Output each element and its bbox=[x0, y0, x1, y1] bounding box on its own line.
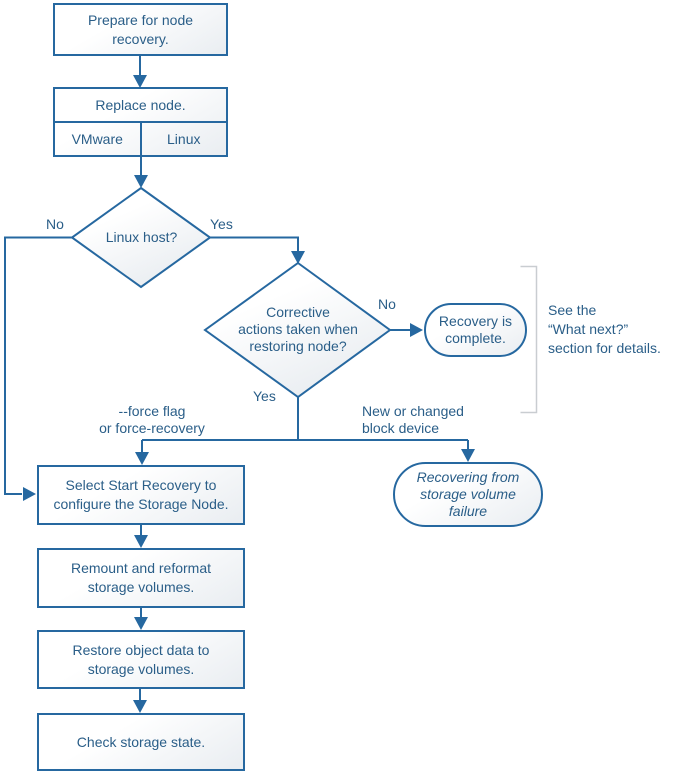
step-restore-object-data: Restore object data to storage volumes. bbox=[37, 630, 245, 689]
decision-linux-host-label: Linux host? bbox=[105, 229, 178, 245]
step-select-start-recovery: Select Start Recovery to configure the S… bbox=[37, 465, 245, 525]
arrowhead-select-remount bbox=[134, 535, 148, 548]
step-prepare-line1: Prepare for node bbox=[87, 11, 194, 28]
note-see-line2: “What next?” bbox=[548, 321, 629, 337]
terminal-recovering-volume-failure: Recovering from storage volume failure bbox=[393, 462, 543, 527]
option-linux: Linux bbox=[139, 123, 227, 155]
step-replace-node-header: Replace node. bbox=[55, 89, 226, 123]
note-see-line1: See the bbox=[548, 302, 597, 318]
decision-corrective-line1: Corrective bbox=[266, 304, 330, 320]
step-check-storage-state: Check storage state. bbox=[37, 713, 245, 771]
step-restore-line2: storage volumes. bbox=[87, 660, 195, 677]
option-linux-label: Linux bbox=[167, 130, 201, 147]
decision-corrective-label: Corrective actions taken when restoring … bbox=[212, 304, 384, 355]
step-check-label: Check storage state. bbox=[76, 733, 206, 750]
step-select-line1: Select Start Recovery to bbox=[65, 477, 217, 493]
step-replace-node-options: VMware Linux bbox=[55, 123, 226, 155]
step-replace-node-label: Replace node. bbox=[95, 96, 186, 113]
terminal-recovering-line2: storage volume bbox=[420, 486, 516, 502]
step-select-line2: configure the Storage Node. bbox=[53, 496, 229, 512]
step-restore-line1: Restore object data to bbox=[72, 641, 210, 658]
arrowhead-linuxhost-yes bbox=[291, 251, 305, 264]
label-block-device-line2: block device bbox=[362, 420, 440, 436]
decision-corrective-line3: restoring node? bbox=[249, 338, 347, 354]
step-remount-line1: Remount and reformat bbox=[70, 560, 212, 576]
label-force-flag: --force flag or force-recovery bbox=[75, 403, 229, 437]
option-vmware: VMware bbox=[55, 123, 140, 155]
arrowhead-prepare-replace bbox=[133, 75, 147, 88]
note-see-what-next: See the “What next?” section for details… bbox=[548, 301, 683, 358]
label-force-flag-line1: --force flag bbox=[118, 403, 186, 419]
terminal-recovering-line1: Recovering from bbox=[416, 469, 520, 485]
terminal-recovery-complete: Recovery is complete. bbox=[424, 303, 527, 357]
arrowhead-linuxhost-no bbox=[23, 487, 36, 501]
label-force-flag-line2: or force-recovery bbox=[99, 420, 205, 436]
arrowhead-corrective-no bbox=[410, 323, 423, 337]
step-prepare-node-recovery: Prepare for node recovery. bbox=[53, 3, 228, 56]
arrowhead-replace-linuxhost bbox=[134, 175, 148, 188]
label-linuxhost-no: No bbox=[46, 216, 64, 232]
step-prepare-line2: recovery. bbox=[112, 30, 169, 47]
label-block-device: New or changed block device bbox=[362, 403, 502, 437]
arrowhead-branch-left bbox=[135, 452, 149, 465]
connector-linuxhost-yes bbox=[210, 236, 299, 251]
arrowhead-remount-restore bbox=[134, 617, 148, 630]
terminal-recovery-complete-line2: complete. bbox=[445, 330, 506, 346]
label-corrective-no: No bbox=[378, 296, 396, 312]
label-linuxhost-yes: Yes bbox=[210, 216, 233, 232]
step-remount-reformat: Remount and reformat storage volumes. bbox=[37, 548, 245, 608]
decision-linux-host-shape bbox=[70, 186, 212, 289]
step-remount-line2: storage volumes. bbox=[87, 579, 195, 595]
arrowhead-restore-check bbox=[133, 700, 147, 713]
decision-corrective-line2: actions taken when bbox=[238, 321, 358, 337]
terminal-recovery-complete-line1: Recovery is bbox=[438, 313, 513, 329]
step-replace-node: Replace node. VMware Linux bbox=[53, 87, 228, 157]
terminal-recovering-line3: failure bbox=[448, 503, 488, 519]
connector-linuxhost-no bbox=[4, 236, 72, 495]
arrowhead-branch-right bbox=[461, 449, 475, 462]
note-see-line3: section for details. bbox=[548, 340, 661, 356]
option-vmware-label: VMware bbox=[71, 130, 123, 147]
side-bracket bbox=[520, 265, 538, 414]
label-block-device-line1: New or changed bbox=[362, 403, 464, 419]
label-corrective-yes: Yes bbox=[253, 388, 276, 404]
